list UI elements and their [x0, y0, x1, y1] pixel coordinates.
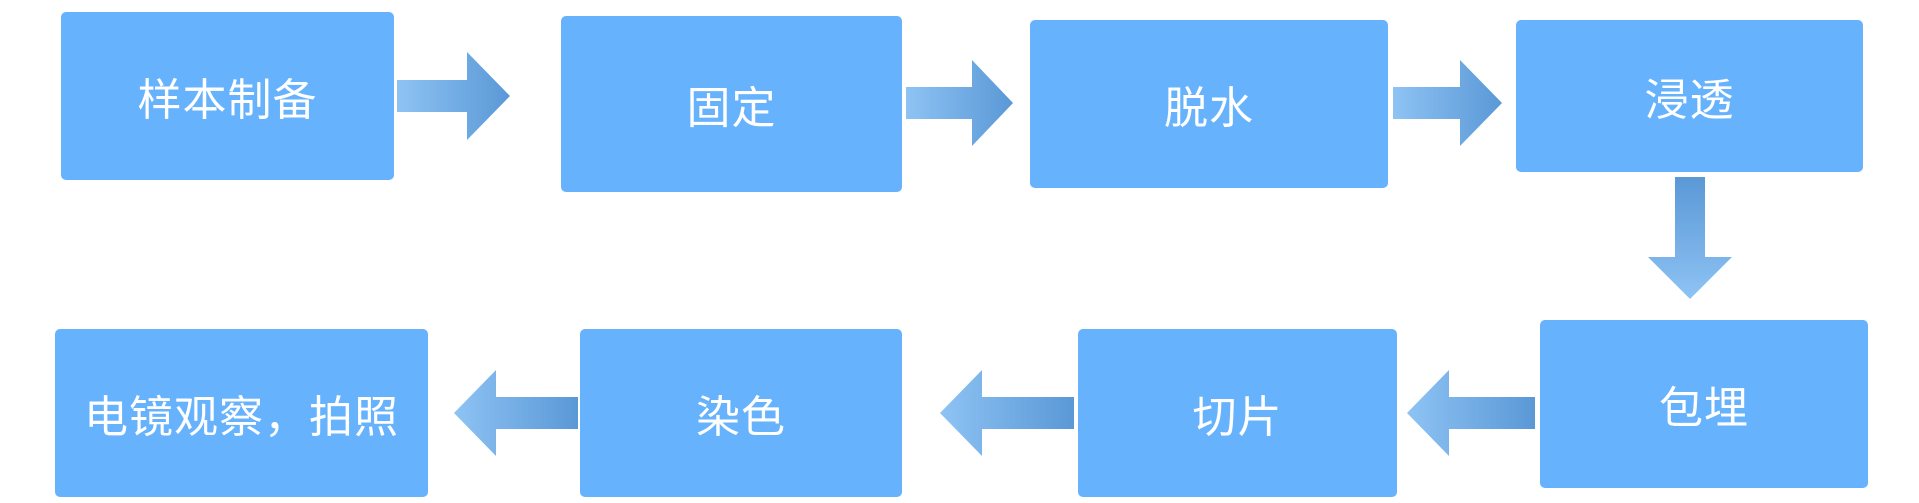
step-sectioning: 切片	[1078, 329, 1397, 497]
arrow-left-icon	[454, 370, 578, 456]
arrow-left-icon	[940, 370, 1074, 456]
arrow-right-icon	[397, 52, 510, 140]
step-sample-preparation: 样本制备	[61, 12, 394, 180]
step-staining: 染色	[580, 329, 902, 497]
step-fixation: 固定	[561, 16, 902, 192]
step-label: 电镜观察，拍照	[84, 392, 399, 443]
arrow-right-icon	[906, 60, 1013, 146]
arrow-left-icon	[1407, 370, 1535, 456]
step-label: 固定	[686, 83, 777, 134]
step-label: 脱水	[1164, 83, 1254, 134]
step-label: 包埋	[1659, 383, 1749, 434]
step-infiltration: 浸透	[1516, 20, 1863, 172]
step-label: 样本制备	[137, 75, 318, 126]
step-em-observation: 电镜观察，拍照	[55, 329, 428, 497]
step-label: 染色	[696, 392, 786, 443]
arrow-down-icon	[1648, 177, 1732, 299]
step-label: 浸透	[1644, 75, 1735, 126]
arrow-right-icon	[1393, 60, 1502, 146]
step-embedding: 包埋	[1540, 320, 1868, 488]
step-dehydration: 脱水	[1030, 20, 1388, 188]
step-label: 切片	[1192, 392, 1283, 443]
